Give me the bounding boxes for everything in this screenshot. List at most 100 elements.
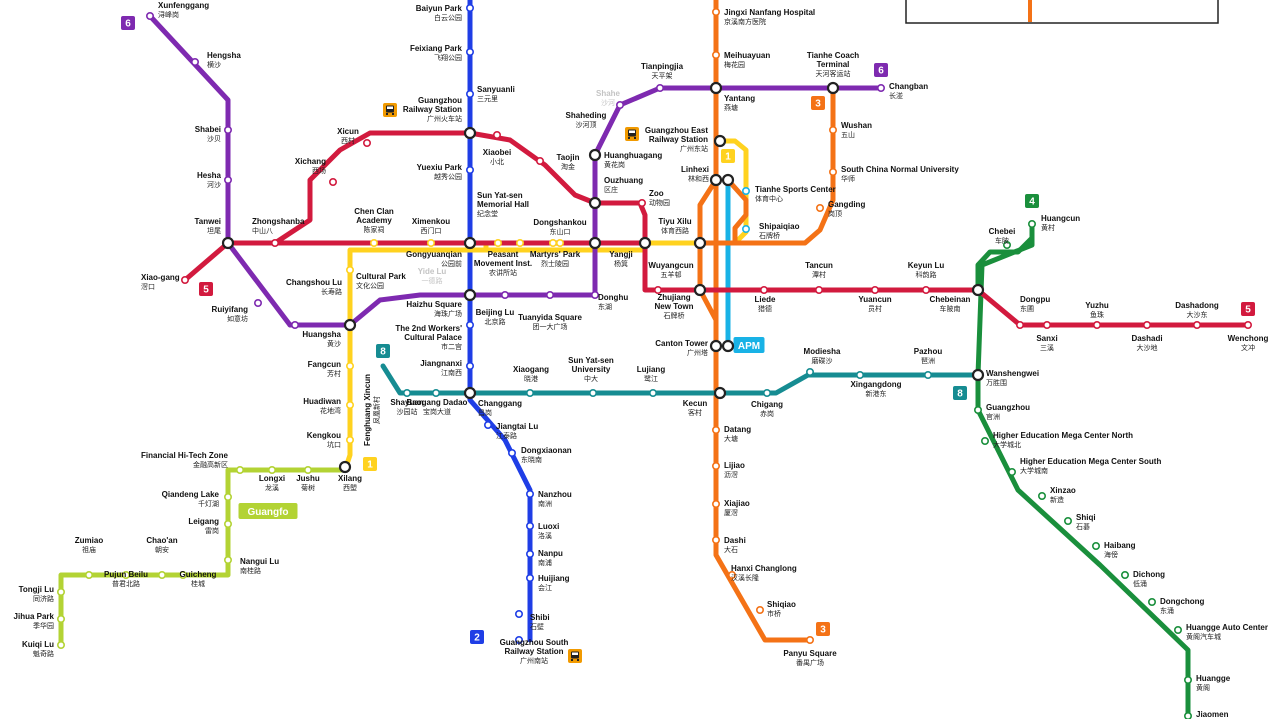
station-marker[interactable]	[1007, 467, 1016, 476]
station-marker[interactable]	[56, 587, 65, 596]
station-marker[interactable]	[493, 239, 502, 248]
station-marker[interactable]	[741, 225, 750, 234]
station-marker[interactable]	[224, 126, 233, 135]
station-marker[interactable]	[1064, 516, 1073, 525]
station[interactable]: Jiaomen	[1184, 710, 1229, 719]
station-marker[interactable]	[224, 519, 233, 528]
station-marker[interactable]	[1038, 491, 1047, 500]
interchange-marker[interactable]	[971, 283, 985, 297]
station-marker[interactable]	[1244, 320, 1253, 329]
station-marker[interactable]	[267, 465, 276, 474]
station-marker[interactable]	[759, 285, 768, 294]
station-marker[interactable]	[1028, 220, 1037, 229]
interchange-marker[interactable]	[971, 368, 985, 382]
station-marker[interactable]	[224, 176, 233, 185]
station[interactable]	[721, 339, 735, 353]
interchange-marker[interactable]	[709, 173, 723, 187]
station-marker[interactable]	[483, 420, 492, 429]
station-marker[interactable]	[465, 166, 474, 175]
station-marker[interactable]	[870, 285, 879, 294]
station-marker[interactable]	[465, 361, 474, 370]
station-marker[interactable]	[805, 367, 814, 376]
interchange-marker[interactable]	[463, 386, 477, 400]
interchange-marker[interactable]	[721, 339, 735, 353]
station-marker[interactable]	[465, 320, 474, 329]
station-marker[interactable]	[548, 239, 557, 248]
station-marker[interactable]	[303, 465, 312, 474]
station-marker[interactable]	[1121, 570, 1130, 579]
station-marker[interactable]	[290, 320, 299, 329]
station-marker[interactable]	[727, 570, 736, 579]
station-marker[interactable]	[923, 370, 932, 379]
station-marker[interactable]	[525, 489, 534, 498]
station-marker[interactable]	[1184, 675, 1193, 684]
station-marker[interactable]	[545, 290, 554, 299]
station-marker[interactable]	[85, 570, 94, 579]
station-marker[interactable]	[224, 492, 233, 501]
station-marker[interactable]	[345, 435, 354, 444]
station-marker[interactable]	[828, 126, 837, 135]
station-marker[interactable]	[1002, 241, 1011, 250]
interchange-marker[interactable]	[588, 196, 602, 210]
interchange-marker[interactable]	[588, 148, 602, 162]
station-marker[interactable]	[1193, 320, 1202, 329]
station-marker[interactable]	[711, 461, 720, 470]
interchange-marker[interactable]	[826, 81, 840, 95]
station-marker[interactable]	[814, 285, 823, 294]
station-marker[interactable]	[555, 239, 564, 248]
interchange-marker[interactable]	[721, 173, 735, 187]
station-marker[interactable]	[711, 425, 720, 434]
station-marker[interactable]	[711, 535, 720, 544]
interchange-marker[interactable]	[338, 460, 352, 474]
interchange-marker[interactable]	[463, 236, 477, 250]
interchange-marker[interactable]	[709, 81, 723, 95]
